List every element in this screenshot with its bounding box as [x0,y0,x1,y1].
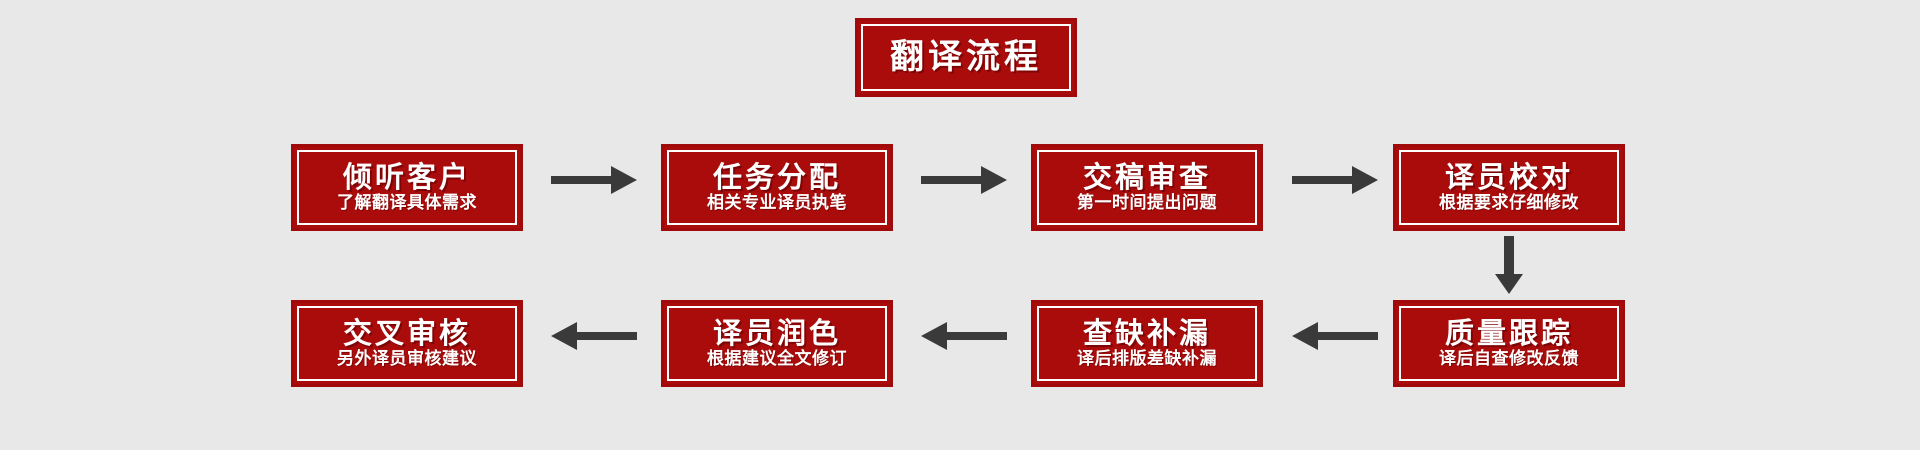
node-subtitle: 根据建议全文修订 [707,348,847,369]
node-translator-polishing[interactable]: 译员润色 根据建议全文修订 [661,300,893,387]
node-title: 质量跟踪 [1444,316,1573,351]
node-translator-proofreading[interactable]: 译员校对 根据要求仔细修改 [1393,144,1625,231]
node-inner: 译员润色 根据建议全文修订 [667,306,887,381]
node-title: 交叉审核 [342,316,471,351]
node-inner: 译员校对 根据要求仔细修改 [1399,150,1619,225]
arrow-left-icon [921,319,1007,353]
page-title: 翻译流程 [890,36,1042,77]
node-subtitle: 根据要求仔细修改 [1439,192,1579,213]
node-task-assignment[interactable]: 任务分配 相关专业译员执笔 [661,144,893,231]
node-subtitle: 译后自查修改反馈 [1439,348,1579,369]
node-subtitle: 第一时间提出问题 [1077,192,1217,213]
node-inner: 查缺补漏 译后排版差缺补漏 [1037,306,1257,381]
node-quality-tracking[interactable]: 质量跟踪 译后自查修改反馈 [1393,300,1625,387]
node-submission-review[interactable]: 交稿审查 第一时间提出问题 [1031,144,1263,231]
node-listen-to-client[interactable]: 倾听客户 了解翻译具体需求 [291,144,523,231]
node-subtitle: 译后排版差缺补漏 [1077,348,1217,369]
title-box-inner: 翻译流程 [861,24,1071,91]
node-inner: 交稿审查 第一时间提出问题 [1037,150,1257,225]
arrow-right-icon [551,163,637,197]
node-title: 译员校对 [1444,160,1573,195]
node-cross-review[interactable]: 交叉审核 另外译员审核建议 [291,300,523,387]
node-title: 倾听客户 [342,160,471,195]
node-title: 译员润色 [712,316,841,351]
arrow-left-icon [551,319,637,353]
arrow-left-icon [1292,319,1378,353]
node-inner: 质量跟踪 译后自查修改反馈 [1399,306,1619,381]
node-subtitle: 了解翻译具体需求 [337,192,477,213]
node-inner: 交叉审核 另外译员审核建议 [297,306,517,381]
node-inner: 倾听客户 了解翻译具体需求 [297,150,517,225]
node-subtitle: 另外译员审核建议 [337,348,477,369]
node-title: 任务分配 [712,160,841,195]
arrow-down-icon [1492,236,1526,294]
node-title: 查缺补漏 [1082,316,1211,351]
flowchart-title-box: 翻译流程 [855,18,1077,97]
node-subtitle: 相关专业译员执笔 [707,192,847,213]
arrow-right-icon [921,163,1007,197]
node-inner: 任务分配 相关专业译员执笔 [667,150,887,225]
node-title: 交稿审查 [1082,160,1211,195]
node-gap-filling[interactable]: 查缺补漏 译后排版差缺补漏 [1031,300,1263,387]
arrow-right-icon [1292,163,1378,197]
